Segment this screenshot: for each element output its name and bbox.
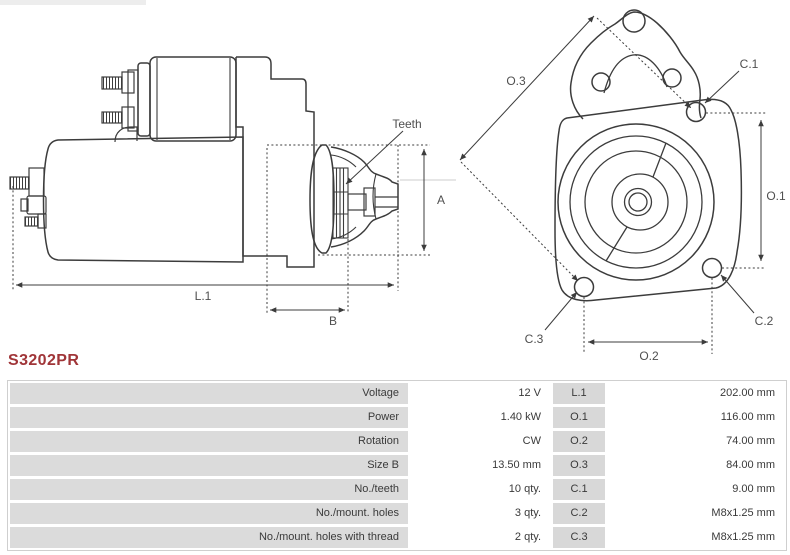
spec-label: No./teeth — [10, 479, 408, 500]
spec-row: Power 1.40 kW O.1 116.00 mm — [10, 407, 784, 428]
watermark-fragment — [0, 0, 146, 5]
dim-label-o1: O.1 — [766, 189, 786, 203]
mount-hole-c1 — [685, 101, 707, 123]
spec-row: Size B 13.50 mm O.3 84.00 mm — [10, 455, 784, 476]
solenoid — [101, 56, 237, 143]
spec-label: Voltage — [10, 383, 408, 404]
spec-value: CW — [411, 431, 550, 452]
spec-value: 12 V — [411, 383, 550, 404]
spec-row: Rotation CW O.2 74.00 mm — [10, 431, 784, 452]
dim-label-o3: O.3 — [506, 74, 526, 88]
spec-dim-value: 74.00 mm — [608, 431, 784, 452]
spec-label: No./mount. holes with thread — [10, 527, 408, 548]
dim-label-b: B — [329, 314, 337, 328]
part-number: S3202PR — [8, 352, 80, 369]
technical-drawing-canvas: Teeth A B L.1 — [9, 9, 786, 363]
dim-label-a: A — [437, 193, 445, 207]
pinion-gear — [332, 167, 349, 239]
dim-label-c3: C.3 — [525, 332, 544, 346]
terminal-studs — [9, 167, 47, 229]
dim-label-l1: L.1 — [195, 289, 212, 303]
spec-dim-label: O.3 — [553, 455, 605, 476]
front-view-dimensions — [459, 15, 766, 354]
shaft — [347, 187, 398, 217]
spec-dim-value: M8x1.25 mm — [608, 527, 784, 548]
spec-value: 10 qty. — [411, 479, 550, 500]
dim-label-o2: O.2 — [639, 349, 659, 363]
spec-value: 2 qty. — [411, 527, 550, 548]
spec-dim-label: C.3 — [553, 527, 605, 548]
dim-label-c2: C.2 — [755, 314, 774, 328]
spec-label: No./mount. holes — [10, 503, 408, 524]
spec-row: No./mount. holes with thread 2 qty. C.3 … — [10, 527, 784, 548]
dim-label-c1: C.1 — [740, 57, 759, 71]
dim-label-teeth: Teeth — [392, 117, 421, 131]
spec-label: Size B — [10, 455, 408, 476]
spec-value: 3 qty. — [411, 503, 550, 524]
mount-hole-c2 — [701, 257, 723, 279]
spec-dim-label: O.1 — [553, 407, 605, 428]
front-view-drawing: O.3 O.1 O.2 C.1 C.2 C.3 — [459, 9, 786, 363]
spec-dim-label: C.1 — [553, 479, 605, 500]
spec-dim-value: M8x1.25 mm — [608, 503, 784, 524]
spec-table: Voltage 12 V L.1 202.00 mm Power 1.40 kW… — [7, 380, 787, 551]
mount-hole-c3 — [573, 276, 595, 298]
spec-value: 1.40 kW — [411, 407, 550, 428]
spec-label: Power — [10, 407, 408, 428]
spec-value: 13.50 mm — [411, 455, 550, 476]
drive-end-bracket — [235, 56, 315, 268]
spec-dim-label: C.2 — [553, 503, 605, 524]
spec-label: Rotation — [10, 431, 408, 452]
bearing-circles — [557, 123, 715, 281]
spec-row: No./mount. holes 3 qty. C.2 M8x1.25 mm — [10, 503, 784, 524]
spec-dim-label: O.2 — [553, 431, 605, 452]
spec-row: No./teeth 10 qty. C.1 9.00 mm — [10, 479, 784, 500]
motor-body — [42, 136, 244, 263]
side-view-dimensions — [12, 130, 430, 313]
spec-dim-value: 84.00 mm — [608, 455, 784, 476]
spec-row: Voltage 12 V L.1 202.00 mm — [10, 383, 784, 404]
side-view-drawing: Teeth A B L.1 — [9, 56, 456, 328]
spec-dim-value: 9.00 mm — [608, 479, 784, 500]
spec-dim-value: 202.00 mm — [608, 383, 784, 404]
spec-dim-value: 116.00 mm — [608, 407, 784, 428]
spec-dim-label: L.1 — [553, 383, 605, 404]
